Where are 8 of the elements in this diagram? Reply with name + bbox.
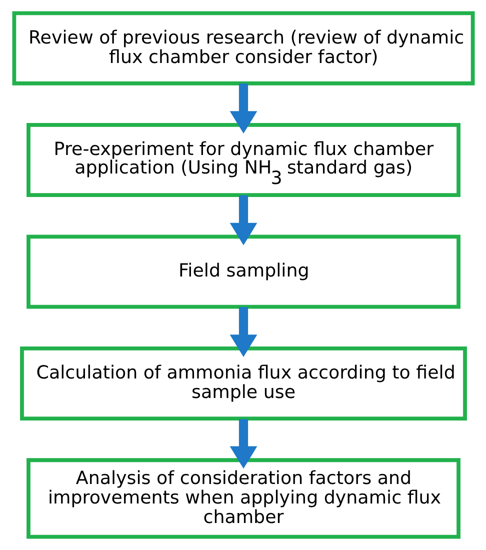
arrow	[229, 419, 257, 469]
arrow	[229, 306, 257, 357]
arrow	[229, 195, 257, 246]
node-box: Analysis of consideration factors and improvements when applying dynamic flux chamber	[26, 458, 460, 539]
node-box: Field sampling	[26, 234, 460, 309]
node-box: Calculation of ammonia flux according to field sample use	[20, 346, 466, 420]
arrow	[229, 84, 257, 134]
node-box: Review of previous research (review of dynamic flux chamber consider factor)	[12, 11, 474, 86]
